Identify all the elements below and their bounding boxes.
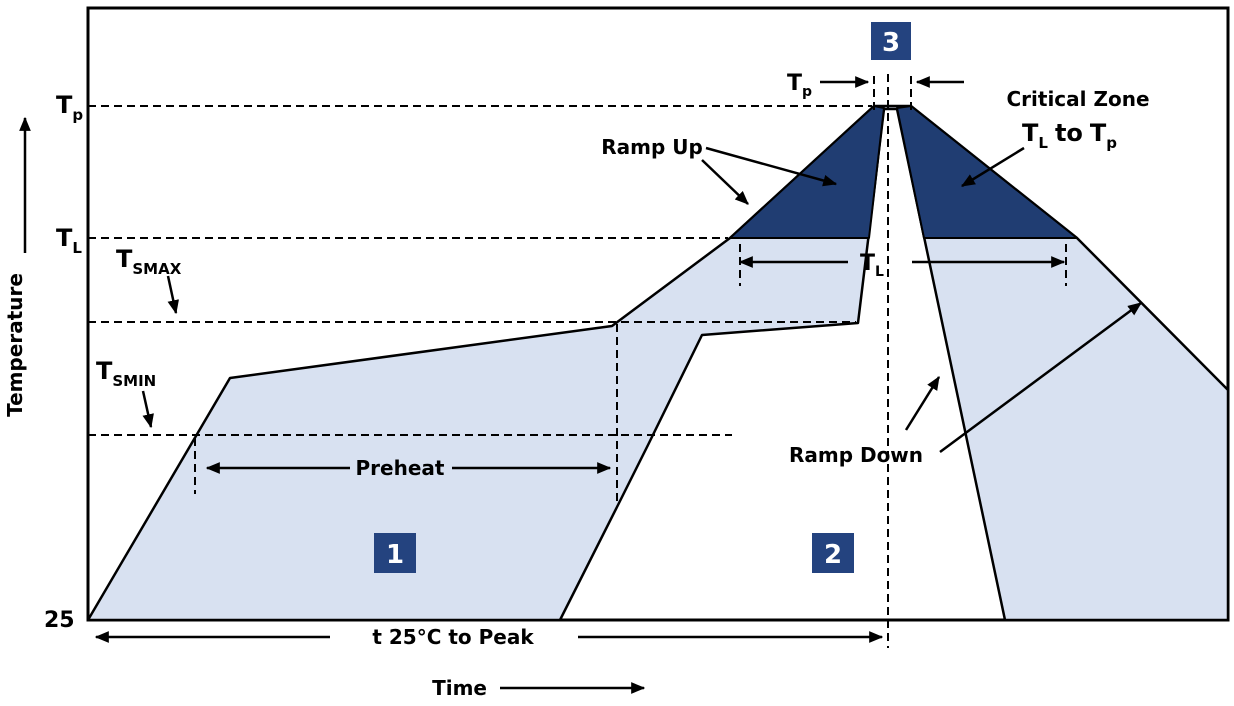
zone-2-box [812,533,854,573]
tl-tick-label: TL [56,224,82,257]
ramp-up-arrow-1 [701,159,749,205]
zone-3-badge: 3 [871,22,911,60]
time-axis-label: Time [432,676,487,700]
dashed-guides [88,74,1067,648]
tsmin-pointer-arrow [141,390,154,429]
zone-3-box [871,22,911,60]
zone-1-badge: 1 [374,533,416,573]
critical-zone-arrow [961,146,1025,188]
tsmax-label: TSMAX [116,245,182,278]
tsmin-label: TSMIN [96,357,156,390]
peak-time-label: Tp [787,71,812,100]
preheat-label: Preheat [356,456,445,480]
plot-border [86,6,1230,622]
ramp-up-arrow-2 [705,146,838,187]
zone-3-number: 3 [882,28,900,58]
zone-2-number: 2 [824,540,842,570]
tp-tick-label: Tp [56,91,83,124]
ramp-down-label: Ramp Down [789,443,923,467]
profile-band [86,104,1230,622]
zone-1-number: 1 [386,540,404,570]
zone-2-badge: 2 [812,533,854,573]
ramp-up-label: Ramp Up [601,135,703,159]
origin-tick-label: 25 [44,608,75,633]
temperature-axis-label: Temperature [3,273,27,417]
ramp-down-arrow-1 [904,376,941,431]
critical-zone-left [729,105,885,239]
zone-1-box [374,533,416,573]
tsmax-pointer-arrow [166,275,179,315]
ramp-down-arrow-2 [939,301,1142,454]
critical-zone-title: Critical Zone [1006,87,1149,111]
time-to-peak-label: t 25°C to Peak [372,625,534,649]
liquidus-time-label: TL [860,251,884,280]
